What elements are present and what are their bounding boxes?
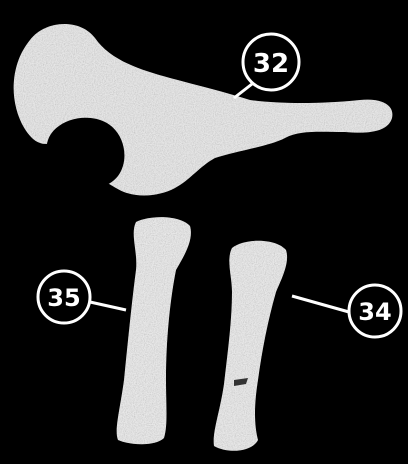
hip-socket <box>46 118 124 187</box>
callout-34-leader <box>292 296 349 312</box>
callout-34-label: 34 <box>358 298 391 326</box>
callout-35-label: 35 <box>47 284 80 312</box>
callout-35-leader <box>90 302 126 310</box>
bone-34 <box>214 241 287 451</box>
callout-32-label: 32 <box>253 49 289 79</box>
bone-35 <box>117 217 191 444</box>
callout-32-leader <box>234 84 252 98</box>
